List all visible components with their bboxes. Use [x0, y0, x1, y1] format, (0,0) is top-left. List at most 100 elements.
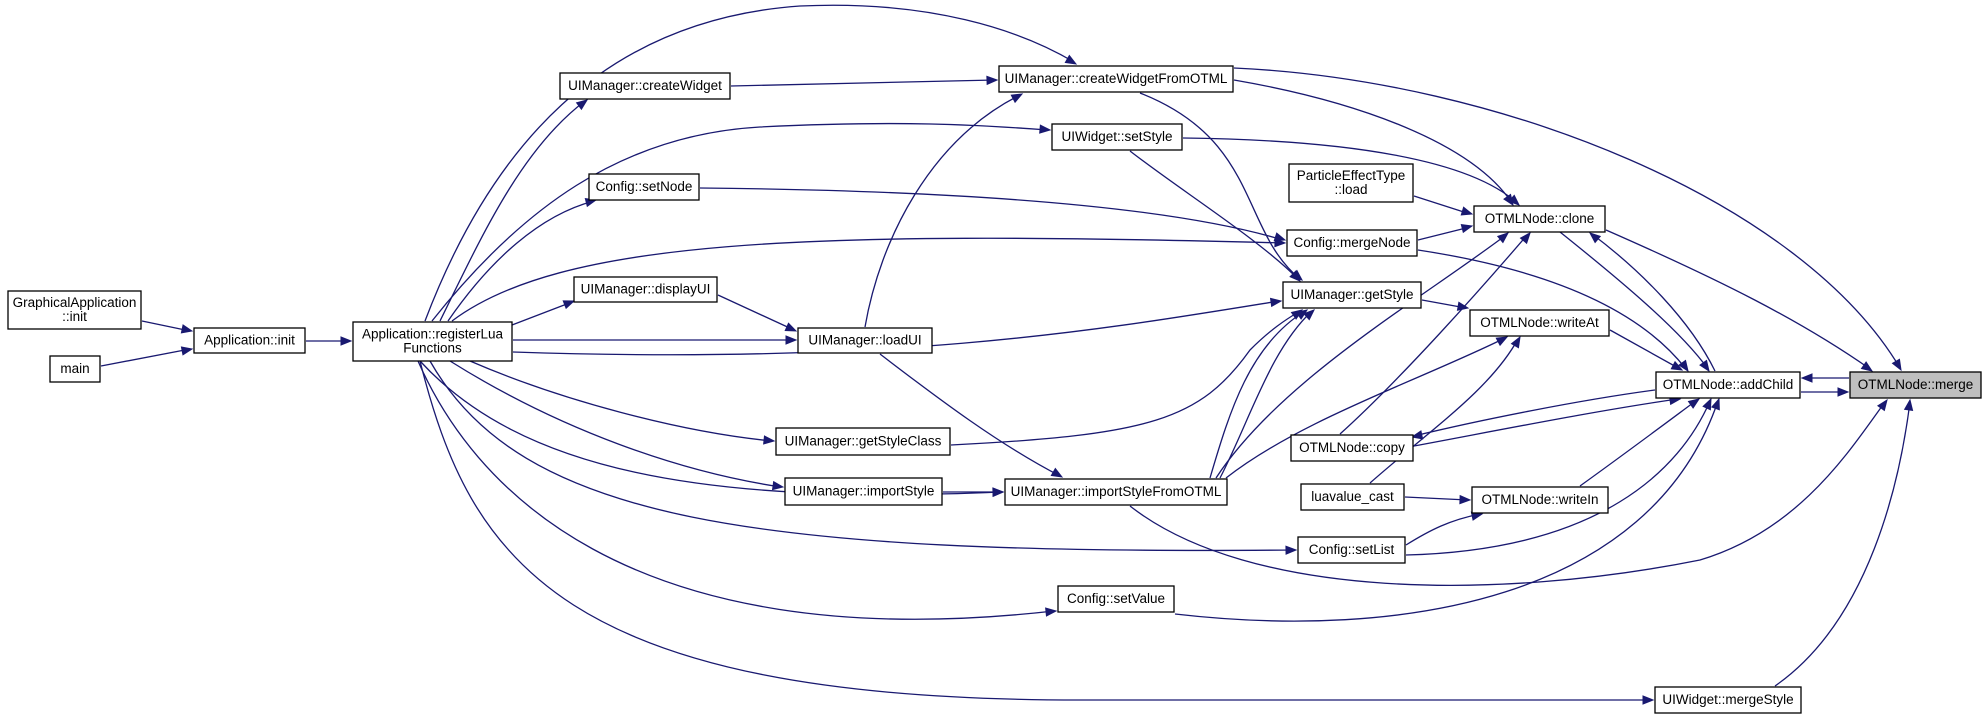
edge-reg_lua-to-ui_createWidget: [439, 100, 586, 322]
node-pet-load[interactable]: ParticleEffectType::load: [1288, 163, 1414, 203]
node-ui-createWidget[interactable]: UIManager::createWidget: [559, 72, 731, 100]
edges-layer: [100, 4, 1914, 705]
node-label: UIManager::getStyle: [1290, 287, 1413, 302]
node-ui-displayUI[interactable]: UIManager::displayUI: [573, 276, 718, 303]
node-label: UIWidget::mergeStyle: [1662, 692, 1793, 707]
arrowhead-luavalue_cast-to-otml_writeIn: [1459, 494, 1472, 505]
node-box: [784, 477, 943, 506]
edge-uiw_setStyle-to-ui_getStyle: [1129, 150, 1299, 280]
node-otml-writeAt[interactable]: OTMLNode::writeAt: [1469, 309, 1610, 337]
edge-luavalue_cast-to-otml_writeIn: [1404, 496, 1469, 501]
arrowhead-app_init-to-reg_lua: [340, 336, 353, 346]
edge-otml_writeIn-to-otml_addChild: [1579, 399, 1698, 487]
node-app-init[interactable]: Application::init: [193, 327, 306, 354]
node-box: [1004, 478, 1228, 506]
node-ui-getStyleClass[interactable]: UIManager::getStyleClass: [775, 427, 951, 456]
arrowhead-ui_createWidgetFromOTML-to-merge: [1891, 358, 1902, 372]
node-box: [1473, 205, 1606, 233]
arrowhead-ui_importStyleFromOTML-to-ui_getStyle: [1303, 309, 1316, 321]
node-box: [1655, 371, 1801, 399]
node-uiw-mergeStyle[interactable]: UIWidget::mergeStyle: [1654, 686, 1802, 714]
arrowhead-uiw_setStyle-to-ui_getStyle: [1289, 270, 1301, 282]
arrowhead-reg_lua-to-uiw_mergeStyle: [1642, 695, 1655, 705]
arrowhead-reg_lua-to-uiw_setStyle: [1039, 124, 1052, 134]
node-label: luavalue_cast: [1311, 489, 1394, 504]
node-luavalue-cast[interactable]: luavalue_cast: [1300, 483, 1405, 511]
edge-ui_createWidgetFromOTML-to-ui_getStyle: [1139, 92, 1301, 280]
node-ui-loadUI[interactable]: UIManager::loadUI: [797, 327, 933, 354]
node-main[interactable]: main: [49, 355, 101, 383]
arrowhead-merge-to-otml_addChild: [1800, 373, 1813, 383]
node-box: [49, 355, 101, 383]
arrowhead-ui_importStyleFromOTML-to-otml_writeAt: [1495, 336, 1509, 347]
node-box: [1300, 483, 1405, 511]
node-cfg-setList[interactable]: Config::setList: [1297, 536, 1406, 564]
edge-otml_clone-to-merge: [1605, 229, 1871, 370]
node-box: [1471, 486, 1609, 514]
arrowhead-reg_lua-to-ui_displayUI: [562, 300, 576, 310]
node-ui-importStyle[interactable]: UIManager::importStyle: [784, 477, 943, 506]
arrowhead-reg_lua-to-ui_getStyle: [1269, 297, 1283, 308]
arrowhead-reg_lua-to-ui_getStyleClass: [763, 435, 776, 445]
node-merge[interactable]: OTMLNode::merge: [1849, 371, 1982, 399]
node-otml-writeIn[interactable]: OTMLNode::writeIn: [1471, 486, 1609, 514]
node-label: OTMLNode::addChild: [1663, 377, 1794, 392]
node-cfg-setValue[interactable]: Config::setValue: [1057, 585, 1175, 613]
edge-reg_lua-to-uiw_mergeStyle: [419, 360, 1651, 701]
node-label: UIWidget::setStyle: [1061, 129, 1172, 144]
node-ui-createWidgetFromOTML[interactable]: UIManager::createWidgetFromOTML: [998, 65, 1234, 93]
edge-main-to-app_init: [100, 348, 191, 367]
node-box: [7, 290, 142, 330]
node-ui-importStyleFromOTML[interactable]: UIManager::importStyleFromOTML: [1004, 478, 1228, 506]
arrowhead-uiw_mergeStyle-to-merge: [1903, 398, 1914, 412]
arrowhead-ui_loadUI-to-ui_importStyleFromOTML: [1050, 467, 1064, 478]
arrowhead-otml_copy-to-otml_clone: [1519, 231, 1531, 245]
edge-otml_addChild-to-otml_copy: [1413, 389, 1656, 437]
arrowhead-otml_addChild-to-otml_clone: [1588, 232, 1602, 244]
edge-cfg_mergeNode-to-otml_clone: [1417, 226, 1471, 241]
edge-reg_lua-to-cfg_setList: [429, 360, 1295, 552]
arrowhead-cfg_setNode-to-cfg_mergeNode: [1273, 232, 1287, 242]
arrowhead-reg_lua-to-ui_createWidget: [575, 99, 589, 111]
node-cfg-mergeNode[interactable]: Config::mergeNode: [1286, 229, 1418, 257]
node-box: [193, 327, 306, 354]
edge-ui_importStyleFromOTML-to-ui_getStyle: [1209, 310, 1306, 479]
arrowhead-reg_lua-to-cfg_setValue: [1045, 607, 1058, 617]
node-label: UIManager::displayUI: [581, 282, 711, 297]
edge-ui_importStyleFromOTML-to-merge: [1129, 401, 1886, 586]
edge-cfg_mergeNode-to-otml_addChild: [1417, 249, 1687, 370]
node-otml-addChild[interactable]: OTMLNode::addChild: [1655, 371, 1801, 399]
node-label: GraphicalApplication: [13, 295, 137, 310]
node-label: Config::setValue: [1067, 591, 1165, 606]
node-ui-getStyle[interactable]: UIManager::getStyle: [1282, 281, 1422, 309]
edge-ui_createWidgetFromOTML-to-merge: [1233, 67, 1901, 369]
edge-ui_getStyleClass-to-ui_getStyle: [950, 310, 1301, 446]
node-box: [352, 321, 513, 362]
node-box: [559, 72, 731, 100]
node-label: Application::registerLua: [362, 327, 504, 342]
node-box: [573, 276, 718, 303]
edge-ui_loadUI-to-ui_importStyleFromOTML: [879, 353, 1061, 477]
node-cfg-setNode[interactable]: Config::setNode: [588, 173, 700, 201]
node-uiw-setStyle[interactable]: UIWidget::setStyle: [1051, 123, 1183, 151]
node-label: UIManager::loadUI: [808, 333, 921, 348]
node-label: OTMLNode::merge: [1858, 377, 1974, 392]
edge-otml_addChild-to-otml_clone: [1591, 233, 1716, 372]
node-label: ::init: [62, 309, 87, 324]
node-box: [1282, 281, 1422, 309]
node-otml-copy[interactable]: OTMLNode::copy: [1290, 434, 1414, 462]
edge-ui_loadUI-to-ui_createWidgetFromOTML: [864, 94, 1021, 328]
node-box: [1654, 686, 1802, 714]
node-otml-clone[interactable]: OTMLNode::clone: [1473, 205, 1606, 233]
node-box: [797, 327, 933, 354]
edge-pet_load-to-otml_clone: [1413, 195, 1471, 215]
node-ga-init[interactable]: GraphicalApplication::init: [7, 290, 142, 330]
node-label: UIManager::importStyle: [793, 484, 935, 499]
arrowhead-ui_createWidget-to-ui_createWidgetFromOTML: [986, 75, 999, 86]
node-label: UIManager::getStyleClass: [785, 434, 942, 449]
node-box: [1286, 229, 1418, 257]
edge-reg_lua-to-uiw_setStyle: [431, 122, 1049, 322]
